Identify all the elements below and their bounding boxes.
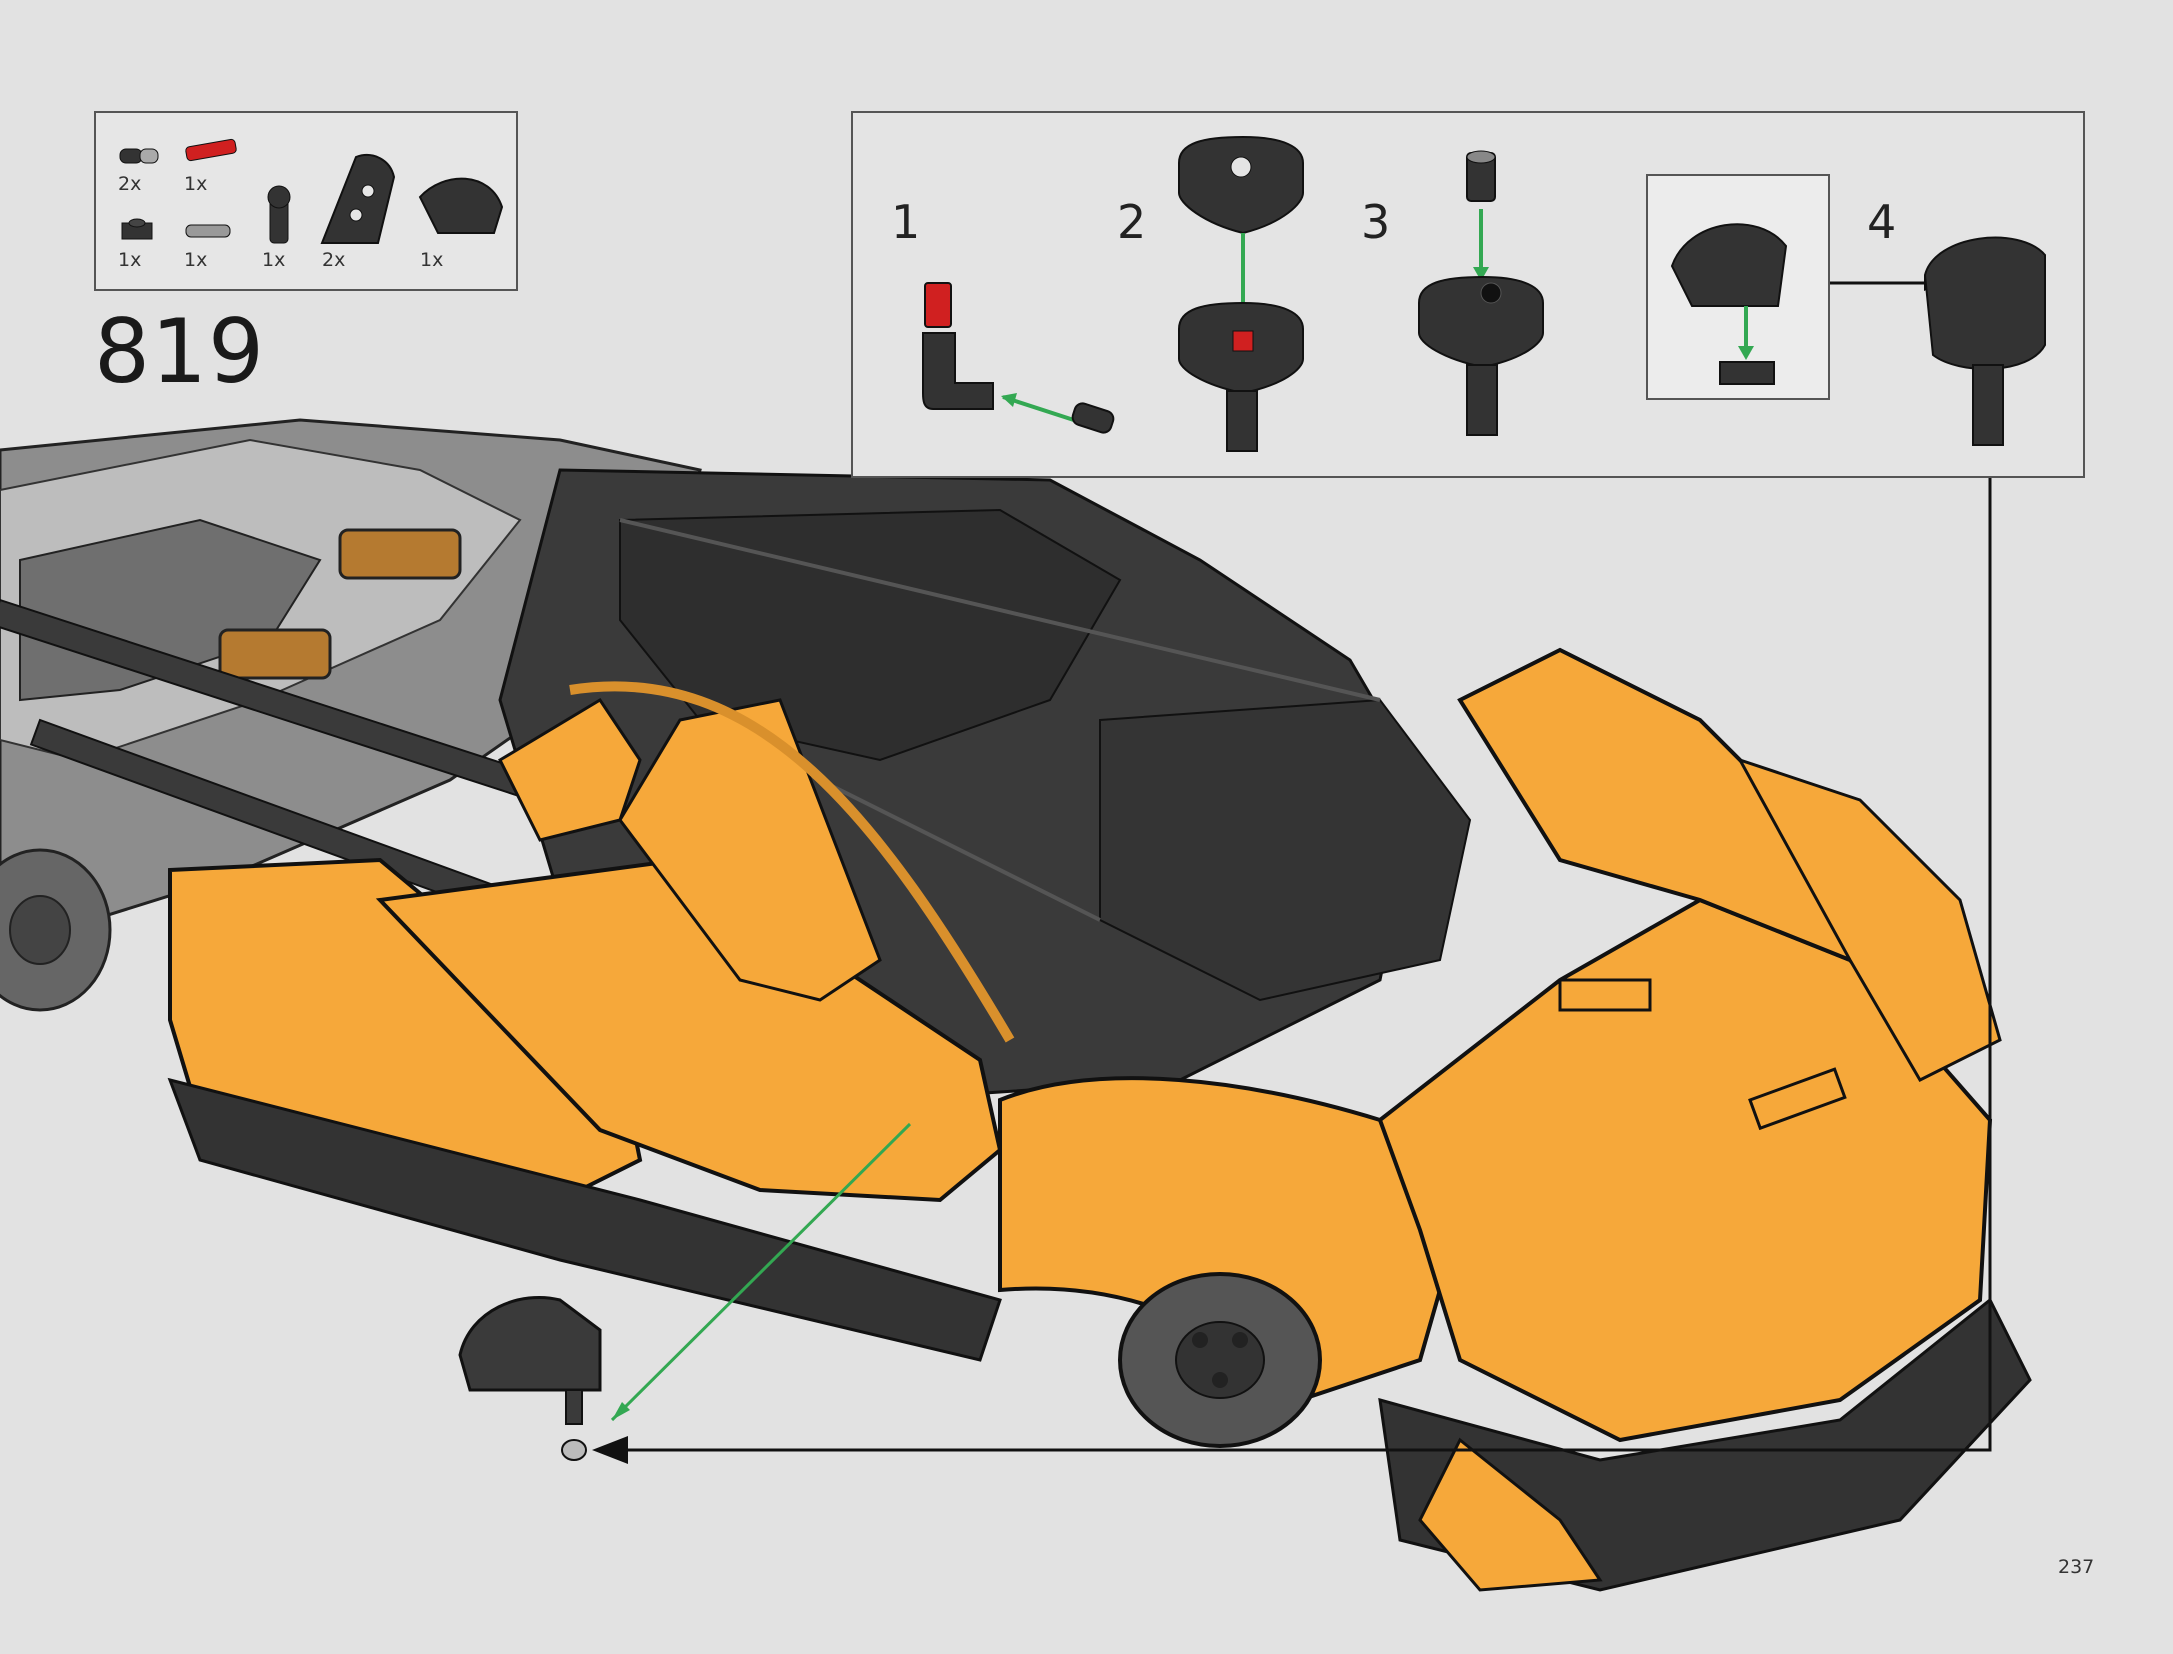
- substep-2-illustration: [1178, 135, 1304, 452]
- part-qty: 2x: [322, 249, 346, 271]
- callout-connector: [592, 478, 1992, 1464]
- substep-number: 1: [891, 195, 921, 249]
- orange-hose: [569, 681, 1015, 1043]
- part-qty: 1x: [184, 173, 208, 195]
- substep-4-result-illustration: [1923, 236, 2046, 446]
- parts-list: 2x 1x 1x 1x 1x 2x 1x: [94, 111, 518, 291]
- step-number: 819: [94, 300, 265, 403]
- rear-chassis: [0, 418, 702, 951]
- black-panel-curved-icon: [320, 154, 396, 244]
- curved-slope-with-plate-illustration: [1670, 223, 1788, 385]
- substep-1-illustration: [922, 282, 1115, 434]
- grey-axle-pin-icon: [185, 224, 231, 238]
- part-qty: 1x: [184, 249, 208, 271]
- part-qty: 1x: [118, 249, 142, 271]
- front-wheel: [1118, 1272, 1322, 1448]
- subassembly-callout: 1 2 3 4: [851, 111, 2085, 478]
- red-axle-icon: [185, 138, 237, 162]
- front-body: [998, 647, 2032, 1592]
- part-qty: 1x: [420, 249, 444, 271]
- black-plate-1x1-icon: [121, 218, 153, 240]
- part-qty: 2x: [118, 173, 142, 195]
- placed-part: [458, 1295, 602, 1461]
- black-pin-with-grey-end-icon: [119, 148, 159, 164]
- part-qty: 1x: [262, 249, 286, 271]
- substep-3-illustration: [1418, 150, 1544, 436]
- assembly-arrow: [610, 1122, 912, 1422]
- black-curved-slope-icon: [418, 177, 504, 234]
- side-body: [167, 697, 1003, 1362]
- black-angle-connector-icon: [267, 185, 291, 244]
- substep-4-subassembly-box: [1646, 174, 1830, 400]
- rear-wheel: [0, 848, 112, 1012]
- substep-number: 4: [1867, 195, 1897, 249]
- substep-number: 3: [1361, 195, 1391, 249]
- page-number: 237: [2058, 1556, 2095, 1578]
- substep-number: 2: [1117, 195, 1147, 249]
